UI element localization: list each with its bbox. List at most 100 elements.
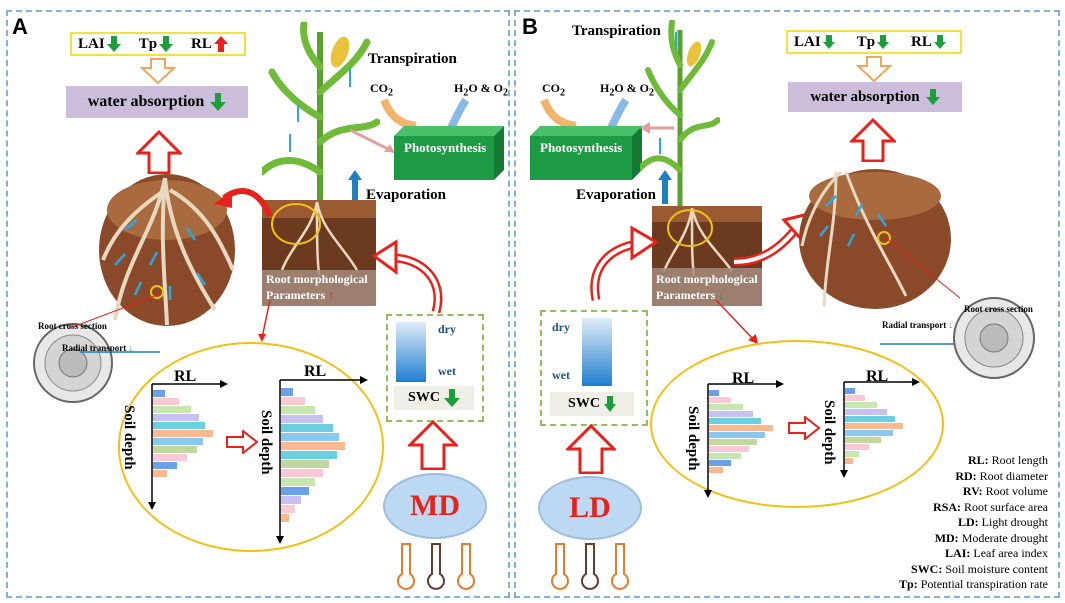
legend-item: SWC: Soil moisture content <box>911 561 1048 576</box>
b-root-distribution-ellipse <box>650 340 944 508</box>
a-rl-chart-1 <box>148 380 228 510</box>
a-red-up-arrow <box>136 130 182 174</box>
a-photosynthesis-label: Photosynthesis <box>404 140 487 155</box>
down-arrow-icon <box>159 36 174 52</box>
a-swc-label-box: SWC <box>394 386 474 410</box>
b-soil-depth-label-1: Soil depth <box>685 406 701 471</box>
abbreviation-legend: RL: Root length RD: Root diameter RV: Ro… <box>880 453 1048 593</box>
a-hollow-right-arrow <box>226 430 258 454</box>
a-indicator-box: LAI Tp RL <box>70 32 246 56</box>
down-arrow-icon <box>603 396 616 412</box>
b-wet-label: wet <box>552 368 570 382</box>
b-red-line-to-ellipse <box>715 299 758 344</box>
down-arrow-icon <box>822 35 835 49</box>
b-soil-block-image <box>652 206 762 306</box>
legend-item: RD: Root diameter <box>955 468 1048 483</box>
a-h2o-o2-label: H2O & O2 <box>454 81 509 99</box>
b-rl-axis-label-2: RL <box>866 368 889 385</box>
a-dry-label: dry <box>438 322 456 336</box>
a-root-cross-section-icon <box>33 323 113 403</box>
panel-b <box>514 10 1060 598</box>
a-tag-rl: RL <box>191 36 228 53</box>
up-arrow-icon <box>213 36 228 52</box>
legend-item: MD: Moderate drought <box>934 530 1048 545</box>
a-water-absorption: water absorption <box>66 86 248 118</box>
b-swc-box <box>540 310 648 426</box>
b-evaporation-label: Evaporation <box>576 187 657 203</box>
b-swc-label-box: SWC <box>550 392 634 416</box>
a-root-morph-label: Root morphological Parameters ↑ <box>266 272 368 302</box>
b-root-cross-section-label: Root cross section <box>964 304 1033 314</box>
a-soil-depth-label-1: Soil depth <box>121 405 137 470</box>
down-arrow-icon <box>877 35 890 49</box>
a-tag-tp: Tp <box>139 36 174 53</box>
b-pink-arrow <box>640 122 674 134</box>
a-red-curve-arrow-left <box>214 188 273 218</box>
a-thermometer-icons <box>397 543 475 590</box>
down-arrow-icon <box>443 389 460 407</box>
a-soil-depth-label-2: Soil depth <box>258 410 274 475</box>
a-red-line-to-ellipse <box>258 300 271 342</box>
b-h2o-o2-label: H2O & O2 <box>600 81 655 99</box>
a-rl-axis-label-2: RL <box>304 363 327 380</box>
legend-item: RL: Root length <box>967 453 1048 467</box>
b-photosynthesis-label: Photosynthesis <box>540 140 623 155</box>
b-dry-label: dry <box>552 320 570 334</box>
a-pink-arrow <box>350 128 395 154</box>
b-tag-lai: LAI <box>794 34 835 51</box>
legend-item: LAI: Leaf area index <box>945 546 1048 560</box>
a-photosynthesis-box <box>394 126 504 180</box>
down-arrow-icon <box>210 93 227 111</box>
legend-item: RV: Root volume <box>962 484 1048 498</box>
b-root-cross-section-icon <box>953 297 1035 379</box>
a-swc-gradient <box>396 322 426 382</box>
a-swc-box <box>386 314 484 422</box>
a-evaporation-label: Evaporation <box>366 187 447 203</box>
a-soil-block-image <box>262 200 376 306</box>
a-connector-lines <box>69 293 161 353</box>
down-arrow-icon <box>933 35 946 49</box>
panel-b-label: B <box>522 14 538 39</box>
a-transpiration-label: Transpiration <box>368 51 457 67</box>
a-root-distribution-ellipse <box>118 342 384 552</box>
a-root-cross-section-label: Root cross section <box>38 321 107 331</box>
b-rl-axis-label-1: RL <box>732 370 755 387</box>
b-photosynthesis-box <box>530 126 642 180</box>
b-thermometer-icons <box>551 543 629 590</box>
b-transpiration-label: Transpiration <box>572 23 661 39</box>
b-hollow-right-arrow <box>788 416 820 440</box>
a-tag-lai: LAI <box>78 36 121 53</box>
legend-item: RSA: Root surface area <box>933 499 1048 514</box>
b-swc-gradient <box>582 318 612 386</box>
b-indicator-box: LAI Tp RL <box>786 30 962 54</box>
b-red-up-arrow-ld <box>566 424 616 474</box>
b-connector-lines <box>880 237 961 345</box>
legend-item: LD: Light drought <box>958 515 1048 529</box>
b-tag-tp: Tp <box>857 34 890 51</box>
a-root-soil-image <box>99 174 235 326</box>
b-ld-ellipse: LD <box>538 476 642 540</box>
b-radial-transport-label: Radial transport ↓ <box>882 320 954 330</box>
b-root-soil-image <box>799 169 951 309</box>
b-tag-rl: RL <box>911 34 946 51</box>
b-rl-chart-2 <box>840 378 920 478</box>
b-water-absorption: water absorption <box>788 82 962 112</box>
a-rl-axis-label-1: RL <box>174 368 197 385</box>
a-red-curve-arrow-up <box>371 239 443 314</box>
a-wet-label: wet <box>438 364 456 378</box>
a-co2-label: CO2 <box>370 81 393 99</box>
down-arrow-icon <box>925 89 940 105</box>
b-corn-plant-image <box>640 20 720 220</box>
down-arrow-icon <box>106 36 121 52</box>
a-rl-chart-2 <box>276 376 368 544</box>
b-root-morph-label: Root morphological Parameters ↓ <box>656 272 758 302</box>
panel-a-label: A <box>12 14 28 39</box>
a-red-up-arrow-md <box>408 420 458 470</box>
panel-a <box>6 10 510 598</box>
b-evaporation-arrow-icon <box>658 170 672 204</box>
b-hollow-arrow-down <box>856 56 892 82</box>
b-red-curve-arrow-up <box>590 225 659 301</box>
a-radial-transport-label: Radial transport ↓ <box>62 343 134 353</box>
legend-item: Tp: Potential transpiration rate <box>899 577 1048 591</box>
